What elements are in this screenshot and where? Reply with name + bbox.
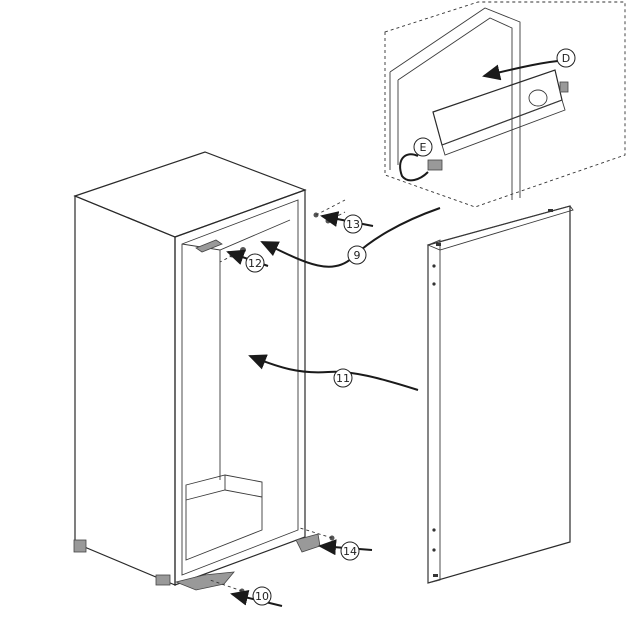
connector-e [427,159,443,171]
bottom-hinge [174,571,235,591]
cabinet-top [73,151,307,238]
bottom-right-hinge [295,533,321,553]
callout-11: 11 [333,368,353,388]
callout-e: E [413,137,433,157]
callout-d: D [556,48,576,68]
callout-10: 10 [252,586,272,606]
door-hole-4 [432,548,436,552]
door-hole-top-right [548,209,553,212]
door-panel [426,205,574,584]
callout-10-label: 10 [255,590,269,603]
foot-left [73,539,87,553]
door-hole-bottom [433,574,438,577]
arrow-e [399,153,429,182]
cabinet-opening [181,199,299,576]
detail-inset [384,1,626,208]
callout-9: 9 [347,245,367,265]
callout-12: 12 [245,253,265,273]
callout-11-label: 11 [336,372,350,385]
door-top-edge [426,205,574,251]
callout-d-label: D [562,52,570,65]
cabinet [73,151,307,586]
door-edge [427,239,441,584]
cabinet-front-frame [174,189,306,586]
callout-13: 13 [343,214,363,234]
inner-top-edge [181,219,291,251]
callout-9-label: 9 [354,249,361,262]
callout-12-label: 12 [248,257,262,270]
door-hole-top [436,243,441,246]
guide-lines [209,199,346,592]
top-hinge [195,239,223,253]
door-front [427,205,571,584]
door-hole-1 [432,264,436,268]
compressor-step [185,474,263,561]
callout-14: 14 [340,541,360,561]
control-panel-bottom [441,99,566,156]
arrow-11 [248,354,419,391]
callout-e-label: E [420,141,427,154]
callout-14-label: 14 [343,545,357,558]
foot-front-left [155,574,171,586]
cabinet-side [74,195,176,586]
inset-border [384,1,626,208]
callout-13-label: 13 [346,218,360,231]
connector-d [559,81,569,93]
inset-cabinet-inner [397,17,513,200]
door-hole-2 [432,282,436,286]
door-hole-3 [432,528,436,532]
compressor-step-edge [185,489,263,501]
inset-cabinet-edge [389,7,521,198]
thermostat-knob [528,89,548,107]
